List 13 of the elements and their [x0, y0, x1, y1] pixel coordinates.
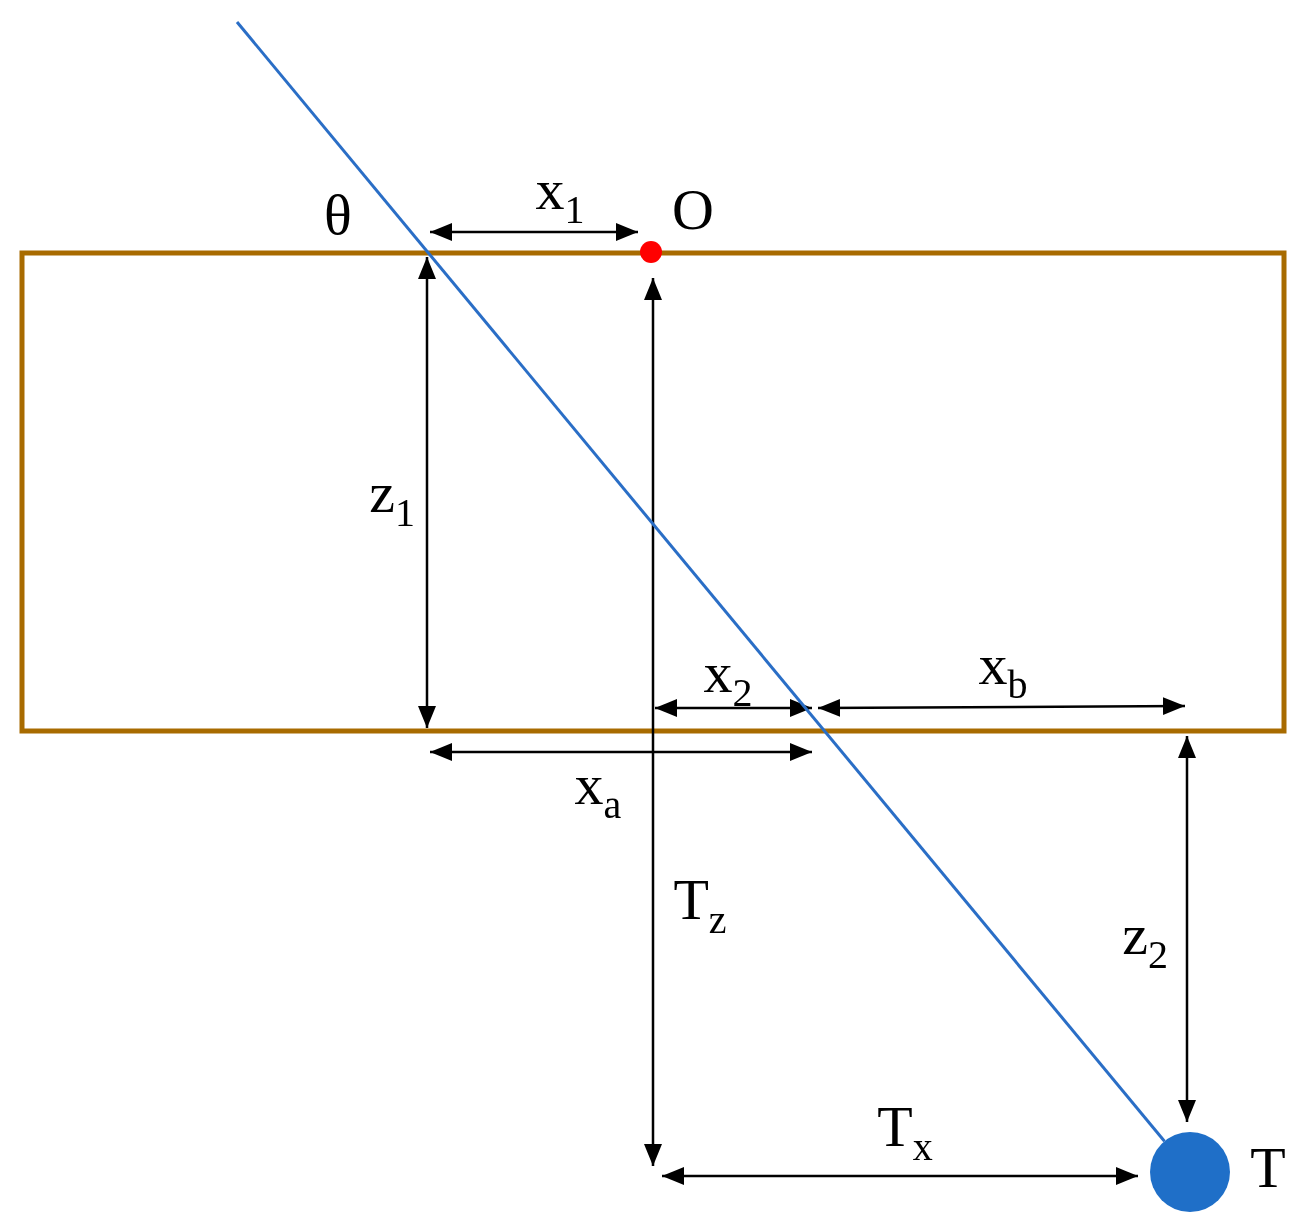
point-label: O [672, 181, 714, 239]
dimension-label: z$_{1}$ [369, 463, 415, 533]
dimension-label: x$_{1}$ [535, 160, 585, 230]
angle-label: θ [324, 186, 352, 244]
ray-line [235, 21, 1166, 1143]
origin-dot [640, 241, 662, 263]
dimension-label: T$_{x}$ [877, 1097, 933, 1167]
dimension-label: x$_{a}$ [574, 755, 622, 825]
dimension-label: z$_{2}$ [1122, 905, 1168, 975]
dimension-label: T$_{z}$ [673, 870, 727, 940]
dimension-label: x$_{2}$ [703, 643, 753, 713]
dimension-label: x$_{b}$ [978, 635, 1028, 705]
point-label: T [1250, 1139, 1286, 1197]
